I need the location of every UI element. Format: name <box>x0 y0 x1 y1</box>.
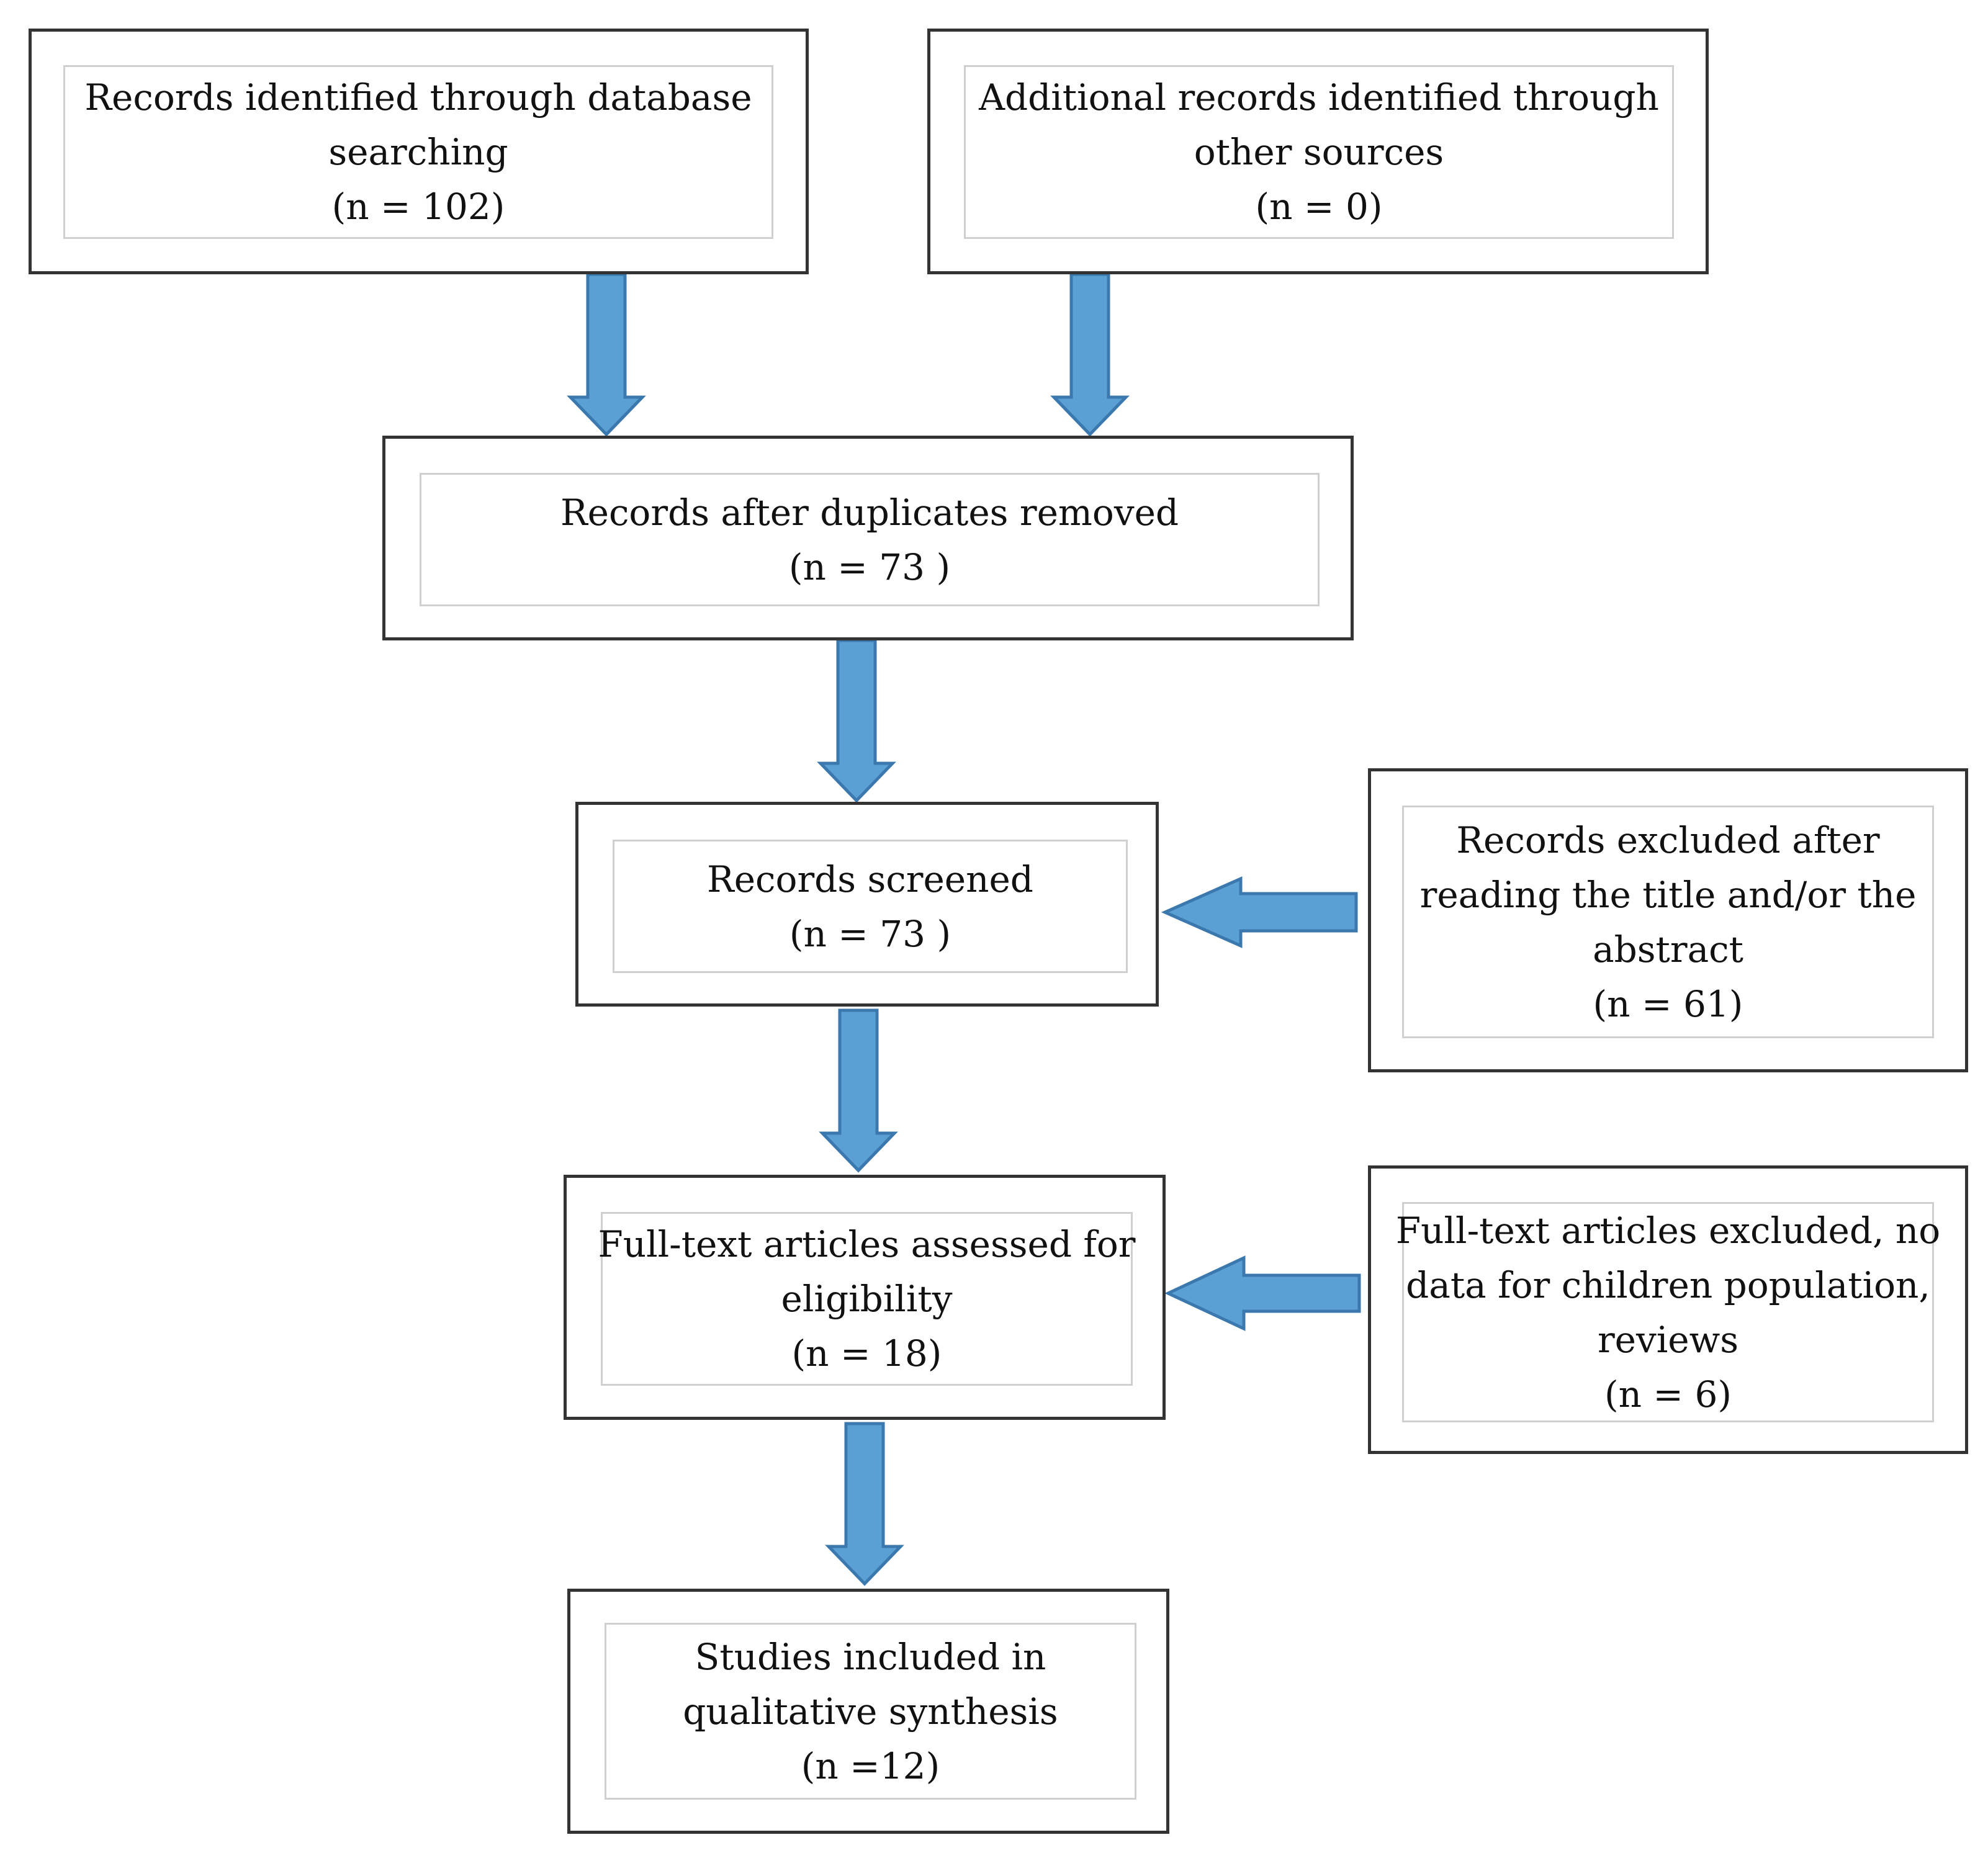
box-text-line: Additional records identified through <box>979 76 1659 119</box>
arrow-other-to-duplicates <box>1050 272 1130 437</box>
record-count: (n = 73 ) <box>789 912 951 955</box>
records-after-duplicates-box: Records after duplicates removed (n = 73… <box>382 436 1354 640</box>
arrow-screened-to-fulltext <box>819 1008 898 1173</box>
arrow-excluded-title-to-screened <box>1161 876 1358 948</box>
additional-records-box: Additional records identified through ot… <box>927 29 1709 274</box>
box-text-line: Records screened <box>707 858 1033 900</box>
arrow-fulltext-to-included <box>825 1422 904 1586</box>
arrow-db-to-duplicates <box>567 272 646 437</box>
record-count: (n = 61) <box>1593 982 1743 1025</box>
box-text-line: searching <box>328 131 508 173</box>
studies-included-box: Studies included in qualitative synthesi… <box>567 1589 1169 1834</box>
box-text-line: abstract <box>1593 928 1743 971</box>
additional-records-inner: Additional records identified through ot… <box>964 65 1674 239</box>
box-text-line: Full-text articles excluded, no <box>1395 1209 1941 1252</box>
box-text-line: Full-text articles assessed for <box>598 1223 1136 1265</box>
records-excluded-title-inner: Records excluded after reading the title… <box>1402 806 1934 1038</box>
records-screened-box: Records screened (n = 73 ) <box>575 802 1159 1007</box>
record-count: (n = 102) <box>331 186 505 228</box>
box-text-line: qualitative synthesis <box>683 1690 1058 1733</box>
box-text-line: Records identified through database <box>84 76 752 119</box>
box-text-line: data for children population, <box>1406 1263 1930 1306</box>
record-count: (n = 18) <box>791 1332 942 1375</box>
records-after-duplicates-inner: Records after duplicates removed (n = 73… <box>420 473 1320 606</box>
box-text-line: other sources <box>1194 131 1444 173</box>
fulltext-assessed-box: Full-text articles assessed for eligibil… <box>564 1175 1166 1420</box>
studies-included-inner: Studies included in qualitative synthesi… <box>605 1623 1136 1800</box>
fulltext-excluded-box: Full-text articles excluded, no data for… <box>1368 1165 1968 1454</box>
record-count: (n =12) <box>801 1744 940 1787</box>
box-text-line: reviews <box>1597 1318 1739 1361</box>
record-count: (n = 0) <box>1255 186 1383 228</box>
fulltext-assessed-inner: Full-text articles assessed for eligibil… <box>598 1212 1136 1386</box>
arrow-fulltext-excluded-to-assessed <box>1164 1255 1361 1331</box>
box-text-line: reading the title and/or the <box>1419 873 1917 916</box>
record-count: (n = 6) <box>1604 1373 1732 1416</box>
fulltext-excluded-inner: Full-text articles excluded, no data for… <box>1396 1202 1940 1422</box>
arrow-duplicates-to-screened <box>817 639 896 803</box>
box-text-line: Records excluded after <box>1456 819 1880 861</box>
records-identified-database-inner: Records identified through database sear… <box>63 65 773 239</box>
records-identified-database-box: Records identified through database sear… <box>29 29 809 274</box>
box-text-line: eligibility <box>781 1278 953 1320</box>
box-text-line: Studies included in <box>695 1635 1046 1678</box>
records-screened-inner: Records screened (n = 73 ) <box>613 840 1128 973</box>
box-text-line: Records after duplicates removed <box>560 491 1179 534</box>
records-excluded-title-box: Records excluded after reading the title… <box>1368 768 1968 1072</box>
record-count: (n = 73 ) <box>788 545 951 588</box>
